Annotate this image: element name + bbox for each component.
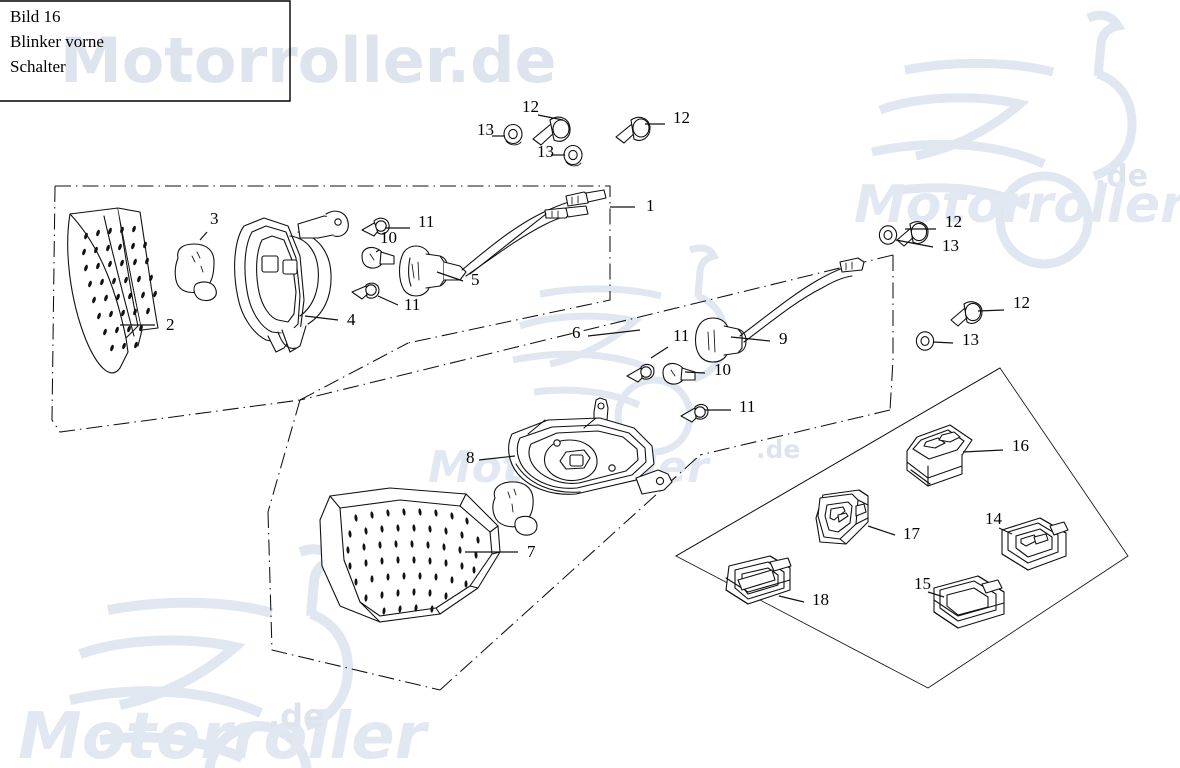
callout-number-mounting-bracket-right: 6 (572, 323, 581, 342)
callout-number-screw-lens-right-b: 12 (1013, 293, 1030, 312)
callout-leader (962, 449, 1004, 453)
callout-number-switch-rocker-17: 17 (903, 524, 921, 543)
callout-number-bulb-socket-contact-right: 10 (714, 360, 731, 379)
callout-number-screw-housing-right-lower: 11 (739, 397, 755, 416)
scooter-logo (871, 10, 1137, 269)
callout-number-washer-lens-left-b: 13 (537, 142, 554, 161)
callout-leader (927, 591, 945, 598)
part-socket-contact-left (361, 246, 395, 269)
right-indicator-group-boundary (267, 254, 894, 691)
callout-leader (478, 455, 516, 461)
part-screw-12-d (950, 301, 983, 327)
part-switch-17 (815, 489, 869, 545)
callout-leader (436, 271, 464, 282)
callout-number-washer-lens-left-a: 13 (477, 120, 494, 139)
title-line-2: Blinker vorne (10, 32, 104, 51)
callout-number-wire-harness-lead-left: 1 (646, 196, 655, 215)
callout-leader (778, 595, 805, 603)
callout-number-bulb-socket-right: 9 (779, 329, 788, 348)
part-switch-15 (933, 575, 1005, 629)
watermark-center-suffix: .de (756, 435, 800, 464)
watermark-bottom: Motorroller (18, 700, 430, 768)
watermark-top: Motorroller.de (60, 24, 557, 97)
part-bulb-left (174, 243, 217, 302)
callout-number-screw-housing-left-upper: 11 (418, 212, 434, 231)
part-switch-14 (1001, 517, 1069, 571)
callout-number-switch-rocker-15: 15 (914, 574, 931, 593)
callout-number-switch-rocker-14: 14 (985, 509, 1003, 528)
callout-number-bulb-socket-left: 5 (471, 270, 480, 289)
part-wire-harness-left (461, 189, 607, 277)
callout-leader (977, 309, 1005, 312)
callout-number-switch-blank-18: 18 (812, 590, 829, 609)
callout-leader (998, 527, 1013, 535)
callout-leader (932, 341, 954, 344)
callout-number-switch-rocker-16: 16 (1012, 436, 1029, 455)
part-indicator-housing-right (508, 417, 673, 495)
callout-number-screw-lens-left-b: 12 (673, 108, 690, 127)
part-washer-13-c (878, 225, 898, 245)
callout-leader (730, 336, 771, 342)
switch-group-boundary (675, 367, 1129, 689)
part-screw-housing-right-upper (626, 363, 655, 383)
watermark-bottom-suffix: .de (268, 697, 325, 735)
lens-texture-left (82, 225, 157, 352)
part-screw-housing-right-lower (680, 403, 709, 423)
watermark-middle: Motorroller (854, 175, 1180, 235)
callout-number-indicator-housing-left: 4 (347, 310, 356, 329)
part-screw-12-a (532, 116, 571, 146)
part-washer-13-d (915, 331, 935, 351)
title-line-3: Schalter (10, 57, 66, 76)
callout-leader (650, 346, 669, 359)
callout-leader (199, 231, 208, 241)
callout-leader (684, 371, 706, 374)
callout-number-screw-lens-left-a: 12 (522, 97, 539, 116)
callout-number-washer-lens-right-b: 13 (962, 330, 979, 349)
lens-texture-right (346, 508, 480, 615)
callout-number-bulb-left: 3 (210, 209, 219, 228)
callout-leader (304, 315, 339, 321)
callout-leader (587, 329, 641, 337)
callout-number-indicator-lens-right: 7 (527, 542, 536, 561)
part-indicator-lens-right (319, 487, 501, 623)
part-switch-18 (725, 555, 792, 605)
callout-number-indicator-lens-left: 2 (166, 315, 175, 334)
callout-number-indicator-housing-right: 8 (466, 448, 475, 467)
part-bulb-socket-left (398, 245, 467, 297)
part-washer-13-a (503, 123, 523, 146)
title-line-1: Bild 16 (10, 7, 61, 26)
callout-number-washer-lens-right-a: 13 (942, 236, 959, 255)
watermark-logo-suffix: .de (1095, 159, 1148, 194)
part-socket-contact-right (662, 362, 696, 385)
part-bulb-socket-right (694, 257, 865, 363)
callout-leader (375, 249, 380, 253)
part-screw-housing-left-lower (351, 282, 380, 300)
part-bulb-right (492, 481, 538, 536)
title-block-frame (0, 0, 291, 102)
part-screw-12-b (615, 116, 651, 144)
part-indicator-lens-left (67, 207, 159, 374)
callout-number-screw-housing-left-lower: 11 (404, 295, 420, 314)
callout-number-screw-housing-right-upper: 11 (673, 326, 689, 345)
callout-leader (867, 525, 896, 536)
part-indicator-housing-left (234, 210, 349, 353)
callout-leader (377, 295, 399, 306)
callout-number-screw-lens-right-a: 12 (945, 212, 962, 231)
callout-number-bulb-socket-contact-left: 10 (380, 228, 397, 247)
part-screw-housing-left-upper (361, 217, 390, 237)
part-switch-16 (906, 424, 973, 487)
callout-leader (537, 114, 564, 121)
left-indicator-group-boundary (51, 185, 611, 433)
callout-leader (895, 239, 934, 248)
